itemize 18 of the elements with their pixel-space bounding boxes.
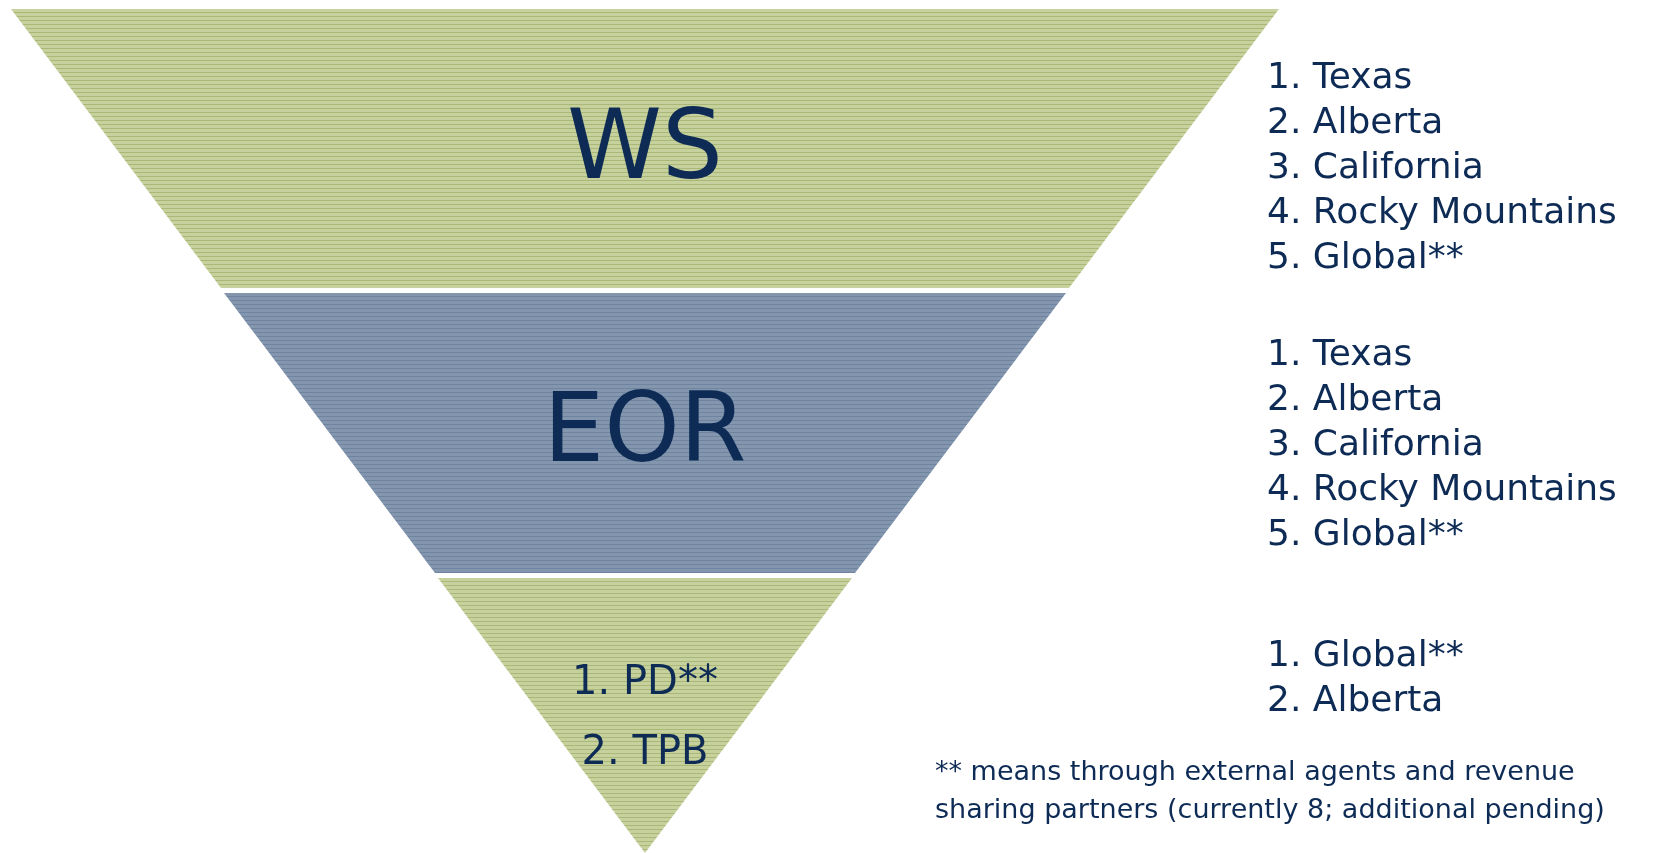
list-item: 5. Global** (1267, 515, 1464, 551)
funnel-band (438, 578, 852, 853)
footnote: ** means through external agents and revenue sharing partners (currently 8; additional pending) (935, 754, 1606, 826)
list-item: 2. Alberta (1267, 681, 1444, 717)
list-item: 1. Texas (1267, 335, 1413, 371)
band-label: 2. TPB (580, 730, 710, 770)
list-item: 3. California (1267, 425, 1484, 461)
list-item: 2. Alberta (1267, 380, 1444, 416)
funnel-band (224, 293, 1066, 573)
list-item: 3. California (1267, 148, 1484, 184)
list-item: 5. Global** (1267, 238, 1464, 274)
list-item: 4. Rocky Mountains (1267, 470, 1617, 506)
list-item: 2. Alberta (1267, 103, 1444, 139)
list-item: 4. Rocky Mountains (1267, 193, 1617, 229)
list-item: 1. Texas (1267, 58, 1413, 94)
band-label: EOR (542, 380, 748, 476)
list-item: 1. Global** (1267, 636, 1464, 672)
band-label: 1. PD** (571, 660, 719, 700)
